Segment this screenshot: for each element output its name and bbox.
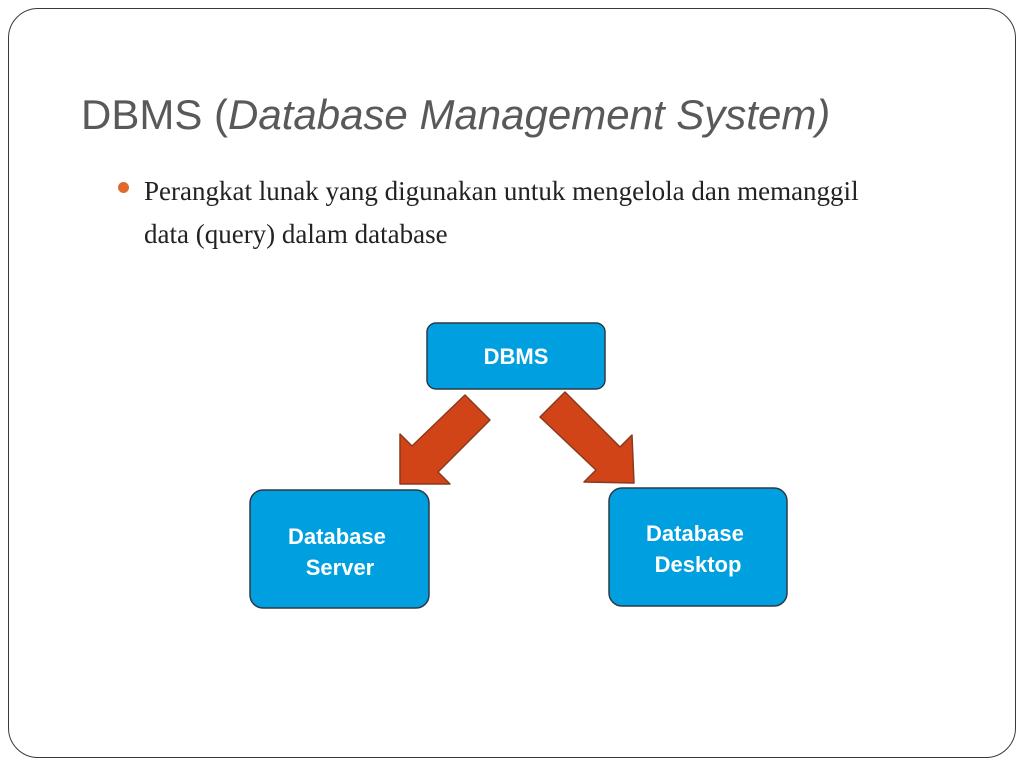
bullet-text: Perangkat lunak yang digunakan untuk men… bbox=[144, 176, 859, 249]
bullet-dot-icon bbox=[118, 182, 129, 193]
title-text: DBMS ( bbox=[81, 91, 228, 138]
title-italic-text: Database Management System) bbox=[228, 91, 831, 138]
slide-title: DBMS (Database Management System) bbox=[81, 90, 830, 140]
